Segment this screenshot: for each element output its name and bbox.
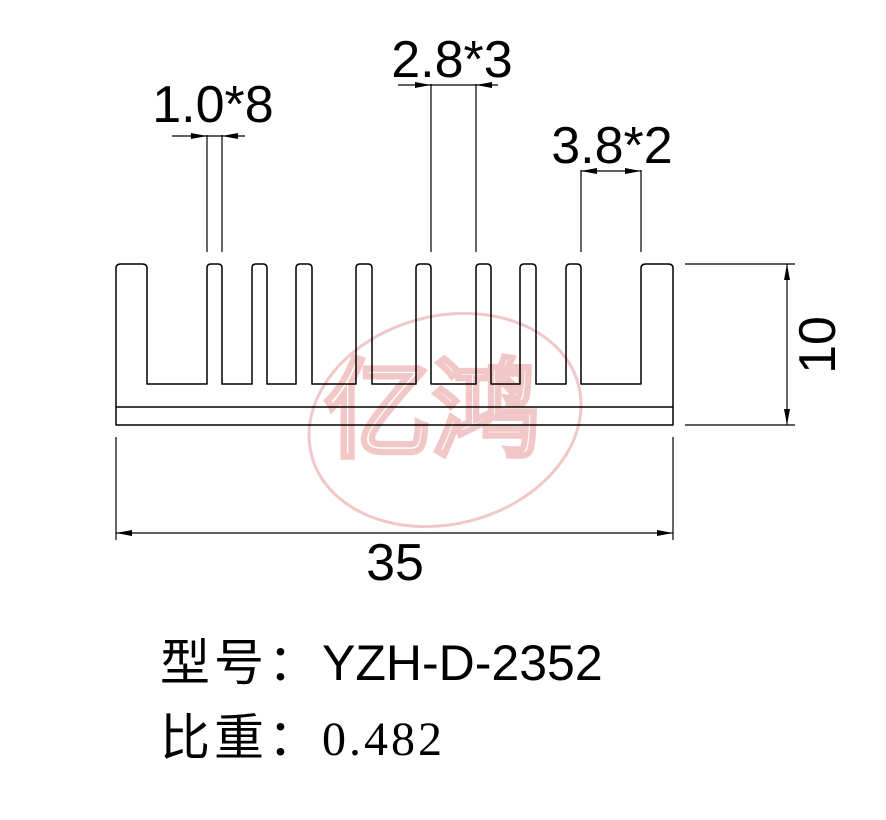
- dimension-label-height: 10: [789, 316, 847, 374]
- dimension-label-fin-thickness-1: 1.0*8: [152, 76, 273, 134]
- model-value: YZH-D-2352: [322, 635, 603, 691]
- heatsink-profile-outline: [115, 263, 674, 426]
- dimension-height: [685, 263, 795, 426]
- weight-row: 比重：0.482: [160, 703, 445, 775]
- dimension-fin-thickness-1: [172, 133, 245, 252]
- weight-value: 0.482: [322, 713, 445, 766]
- weight-label: 比重：: [160, 709, 322, 767]
- dimension-label-width: 35: [366, 534, 424, 592]
- watermark: 亿鸿: [307, 311, 583, 529]
- dimension-fin-thickness-3: [580, 168, 642, 252]
- watermark-ellipse: [307, 311, 583, 529]
- dimension-label-fin-thickness-2: 2.8*3: [391, 31, 512, 89]
- dimension-fin-thickness-2: [398, 82, 498, 252]
- dimension-label-fin-thickness-3: 3.8*2: [551, 117, 672, 175]
- model-label: 型号：: [160, 634, 322, 692]
- model-row: 型号：YZH-D-2352: [160, 628, 603, 698]
- dimension-width: [115, 437, 674, 540]
- watermark-text: 亿鸿: [324, 349, 540, 474]
